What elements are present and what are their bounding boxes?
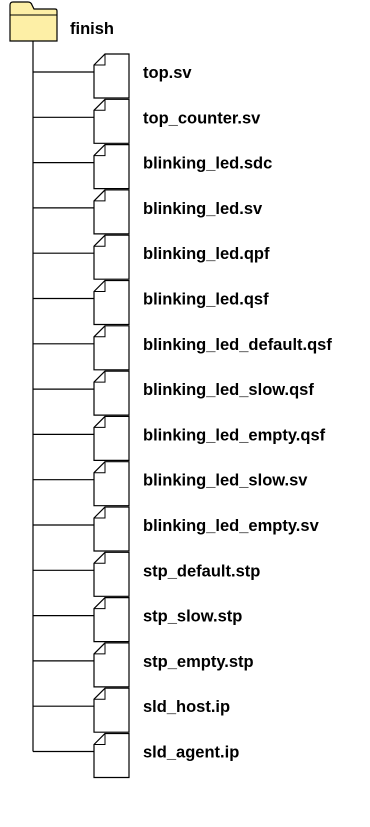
file-label: blinking_led_slow.qsf [143,381,314,399]
folder-icon [9,1,58,42]
file-icon [93,234,130,280]
file-label: blinking_led.sdc [143,155,272,173]
file-node[interactable]: blinking_led.qsf [93,279,269,326]
tree-connector-lines [32,41,94,753]
file-node[interactable]: top_counter.sv [93,98,261,144]
file-corner-fold [94,235,106,247]
file-node[interactable]: stp_default.stp [93,551,260,597]
file-label: stp_default.stp [143,562,260,580]
file-node[interactable]: sld_agent.ip [93,732,239,779]
folder-node[interactable]: finish [9,1,114,42]
file-label: blinking_led.qsf [143,291,269,309]
file-icon [93,551,130,597]
file-label: blinking_led_slow.sv [143,472,308,490]
file-corner-fold [94,144,106,157]
file-corner-fold [94,325,106,338]
file-corner-fold [94,597,106,610]
file-node[interactable]: blinking_led_default.qsf [93,325,332,371]
file-node[interactable]: blinking_led_slow.sv [93,461,308,507]
file-node[interactable]: sld_host.ip [93,687,230,733]
file-icon [93,687,130,733]
file-icon [93,506,130,552]
file-node[interactable]: stp_slow.stp [93,597,242,643]
file-label: top.sv [143,64,192,82]
file-icon [93,597,130,643]
file-node[interactable]: top.sv [93,53,192,99]
file-corner-fold [94,688,106,700]
file-list: top.sv top_counter.sv blinking_led.sdcblin… [93,53,332,779]
file-node[interactable]: blinking_led_empty.qsf [93,415,326,461]
file-icon [93,325,130,371]
file-icon [93,461,130,507]
file-label: blinking_led.sv [143,200,263,218]
file-node[interactable]: blinking_led_empty.sv [93,506,320,552]
file-corner-fold [94,733,106,745]
file-icon [93,144,130,190]
file-label: stp_empty.stp [143,653,254,671]
file-corner-fold [94,54,106,66]
file-icon [93,53,130,99]
file-label: blinking_led_default.qsf [143,336,332,354]
file-corner-fold [94,507,106,519]
file-corner-fold [94,552,106,564]
file-icon [93,732,130,779]
file-corner-fold [94,99,106,111]
file-corner-fold [94,416,106,428]
file-label: sld_agent.ip [143,744,239,762]
file-node[interactable]: blinking_led.sdc [93,144,272,190]
file-corner-fold [94,189,106,202]
file-corner-fold [94,371,106,383]
file-node[interactable]: blinking_led.qpf [93,234,270,280]
file-node[interactable]: blinking_led_slow.qsf [93,370,314,416]
file-corner-fold [94,280,106,292]
file-icon [93,189,130,235]
file-label: sld_host.ip [143,698,230,716]
file-label: blinking_led.qpf [143,245,270,263]
file-label: stp_slow.stp [143,608,242,626]
file-icon [93,279,130,326]
file-node[interactable]: stp_empty.stp [93,642,254,688]
file-corner-fold [94,461,106,474]
file-corner-fold [94,642,106,655]
file-label: top_counter.sv [143,109,261,127]
file-label: blinking_led_empty.sv [143,517,320,535]
folder-label: finish [70,20,114,38]
file-icon [93,642,130,688]
file-icon [93,370,130,416]
file-icon [93,415,130,461]
file-icon [93,98,130,144]
file-label: blinking_led_empty.qsf [143,426,326,444]
file-node[interactable]: blinking_led.sv [93,189,263,235]
